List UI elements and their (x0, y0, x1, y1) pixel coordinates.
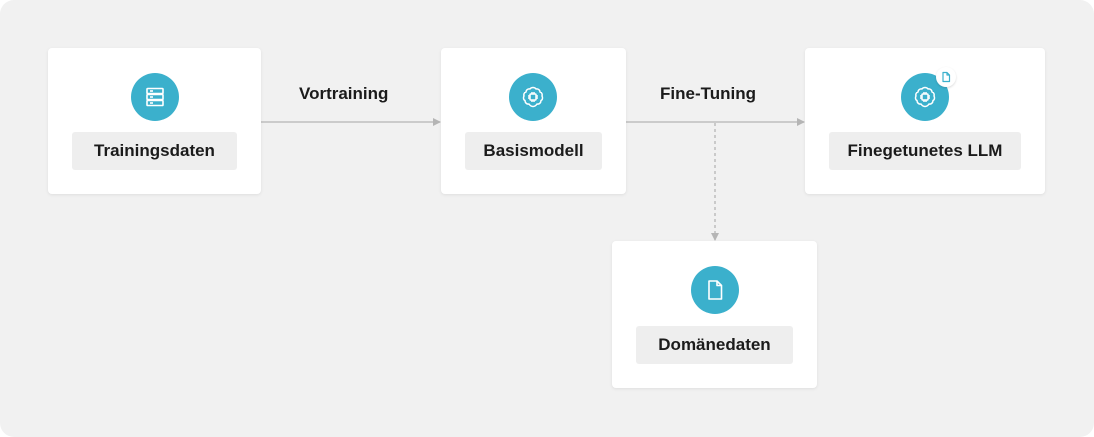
node-label-training-data: Trainingsdaten (72, 132, 237, 170)
document-icon (691, 266, 739, 314)
edge-label-pretraining: Vortraining (299, 84, 389, 103)
server-icon (131, 73, 179, 121)
node-base-model[interactable]: Basismodell (441, 48, 626, 194)
node-label-base-model: Basismodell (465, 132, 602, 170)
node-finetuned-llm[interactable]: Finegetunetes LLM (805, 48, 1045, 194)
node-label-finetuned-llm: Finegetunetes LLM (829, 132, 1021, 170)
brain-chip-icon (509, 73, 557, 121)
document-badge-icon (936, 67, 956, 87)
node-training-data[interactable]: Trainingsdaten (48, 48, 261, 194)
node-domain-data[interactable]: Domänedaten (612, 241, 817, 388)
edge-label-finetuning: Fine-Tuning (660, 84, 756, 103)
node-label-domain-data: Domänedaten (636, 326, 793, 364)
